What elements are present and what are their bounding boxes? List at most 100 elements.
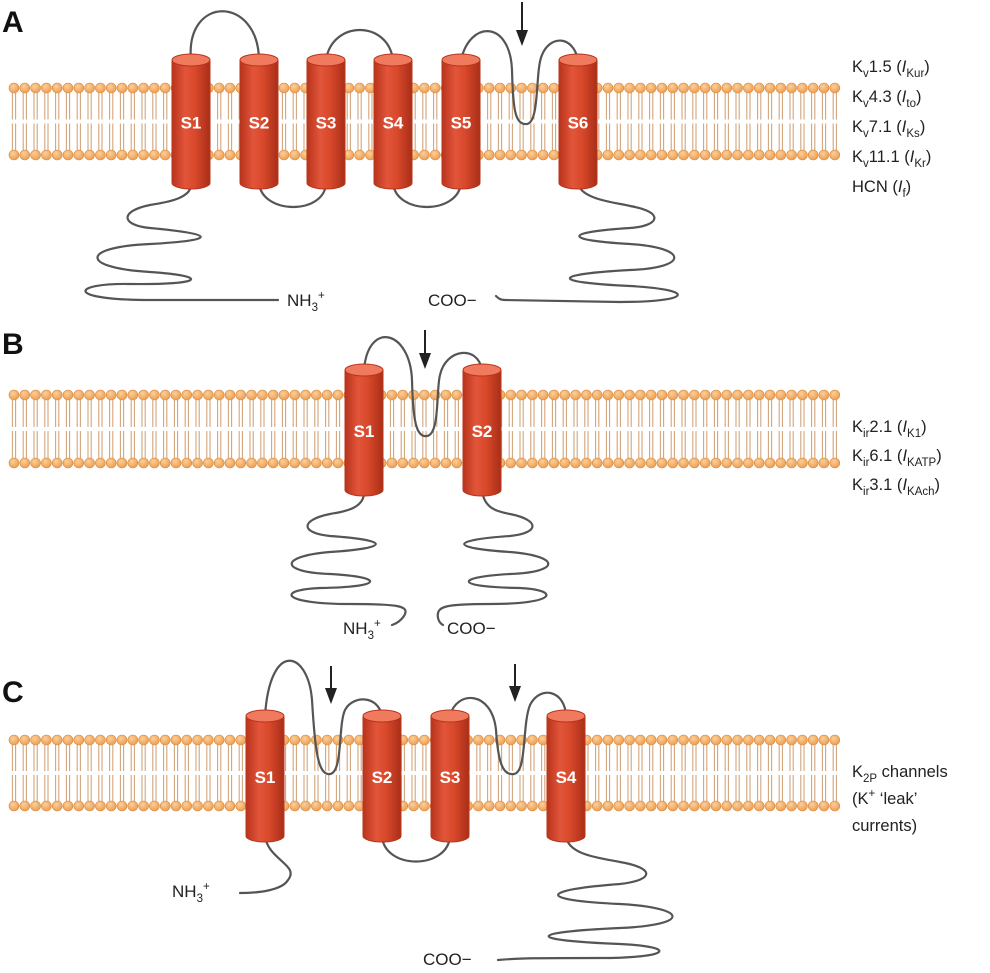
helix-s2: S2 <box>363 710 401 842</box>
lipid-head <box>743 801 753 811</box>
helix-label: S1 <box>255 768 276 787</box>
lipid-head <box>765 390 775 400</box>
lipid-head <box>808 735 818 745</box>
lipid-head <box>419 83 429 93</box>
lipid-head <box>225 801 235 811</box>
lipid-head <box>322 801 332 811</box>
lipid-head <box>85 150 95 160</box>
lipid-head <box>279 458 289 468</box>
lipid-head <box>279 83 289 93</box>
helix-s1: S1 <box>345 364 383 496</box>
lipid-head <box>149 150 159 160</box>
helix-s2: S2 <box>240 54 278 189</box>
lipid-head <box>355 150 365 160</box>
lipid-head <box>689 458 699 468</box>
channel-label: Kv11.1 (IKr) <box>852 148 931 170</box>
channel-label: Kv4.3 (Ito) <box>852 88 921 110</box>
lipid-head <box>571 390 581 400</box>
lipid-head <box>527 458 537 468</box>
lipid-head <box>646 735 656 745</box>
lipid-head <box>711 735 721 745</box>
c-terminus-label-a: COO− <box>428 291 477 310</box>
helix-label: S4 <box>383 114 404 133</box>
lipid-head <box>409 458 419 468</box>
lipid-head <box>657 83 667 93</box>
lipid-head <box>614 150 624 160</box>
lipid-head <box>830 801 840 811</box>
lipid-head <box>290 801 300 811</box>
lipid-head <box>117 150 127 160</box>
lipid-head <box>344 735 354 745</box>
channel-label: Kv1.5 (IKur) <box>852 58 930 80</box>
lipid-head <box>398 458 408 468</box>
lipid-head <box>139 390 149 400</box>
panel-letter-b: B <box>2 328 24 361</box>
lipid-head <box>214 83 224 93</box>
lipid-head <box>236 458 246 468</box>
lipid-head <box>20 150 30 160</box>
helix-label: S1 <box>354 422 375 441</box>
lipid-head <box>139 150 149 160</box>
lipid-head <box>139 735 149 745</box>
lipid-heads <box>9 735 840 811</box>
lipid-head <box>139 801 149 811</box>
lipid-head <box>679 83 689 93</box>
lipid-head <box>106 390 116 400</box>
lipid-head <box>776 83 786 93</box>
helix-s3: S3 <box>431 710 469 842</box>
lipid-head <box>257 390 267 400</box>
lipid-head <box>160 390 170 400</box>
lipid-head <box>711 390 721 400</box>
helix-s4: S4 <box>374 54 412 189</box>
lipid-head <box>517 801 527 811</box>
k2p-label-line1: K2P channels <box>852 763 948 785</box>
lipid-head <box>657 735 667 745</box>
lipid-head <box>247 458 257 468</box>
lipid-head <box>128 150 138 160</box>
lipid-head <box>603 390 613 400</box>
selectivity-filter-arrow-b <box>419 330 431 369</box>
lipid-head <box>711 150 721 160</box>
lipid-head <box>743 735 753 745</box>
lipid-head <box>41 150 51 160</box>
lipid-head <box>700 390 710 400</box>
lipid-head <box>722 83 732 93</box>
lipid-head <box>819 458 829 468</box>
lipid-head <box>614 735 624 745</box>
lipid-head <box>689 735 699 745</box>
lipid-head <box>452 390 462 400</box>
lipid-head <box>95 801 105 811</box>
lipid-head <box>603 735 613 745</box>
lipid-head <box>74 458 84 468</box>
lipid-head <box>441 458 451 468</box>
lipid-head <box>495 83 505 93</box>
lipid-head <box>679 150 689 160</box>
lipid-head <box>787 735 797 745</box>
lipid-head <box>614 390 624 400</box>
lipid-head <box>808 150 818 160</box>
lipid-head <box>776 390 786 400</box>
lipid-head <box>733 390 743 400</box>
lipid-head <box>668 390 678 400</box>
lipid-head <box>279 150 289 160</box>
lipid-head <box>538 83 548 93</box>
lipid-head <box>797 735 807 745</box>
lipid-head <box>106 150 116 160</box>
lipid-head <box>128 83 138 93</box>
lipid-head <box>85 458 95 468</box>
lipid-head <box>85 735 95 745</box>
k2p-label-line3: currents) <box>852 817 917 835</box>
lipid-head <box>668 83 678 93</box>
lipid-head <box>679 801 689 811</box>
lipid-head <box>74 83 84 93</box>
lipid-head <box>31 150 41 160</box>
lipid-head <box>160 735 170 745</box>
lipid-head <box>171 390 181 400</box>
lipid-head <box>31 83 41 93</box>
lipid-head <box>797 150 807 160</box>
lipid-head <box>592 735 602 745</box>
lipid-head <box>484 83 494 93</box>
lipid-head <box>160 83 170 93</box>
lipid-head <box>419 150 429 160</box>
